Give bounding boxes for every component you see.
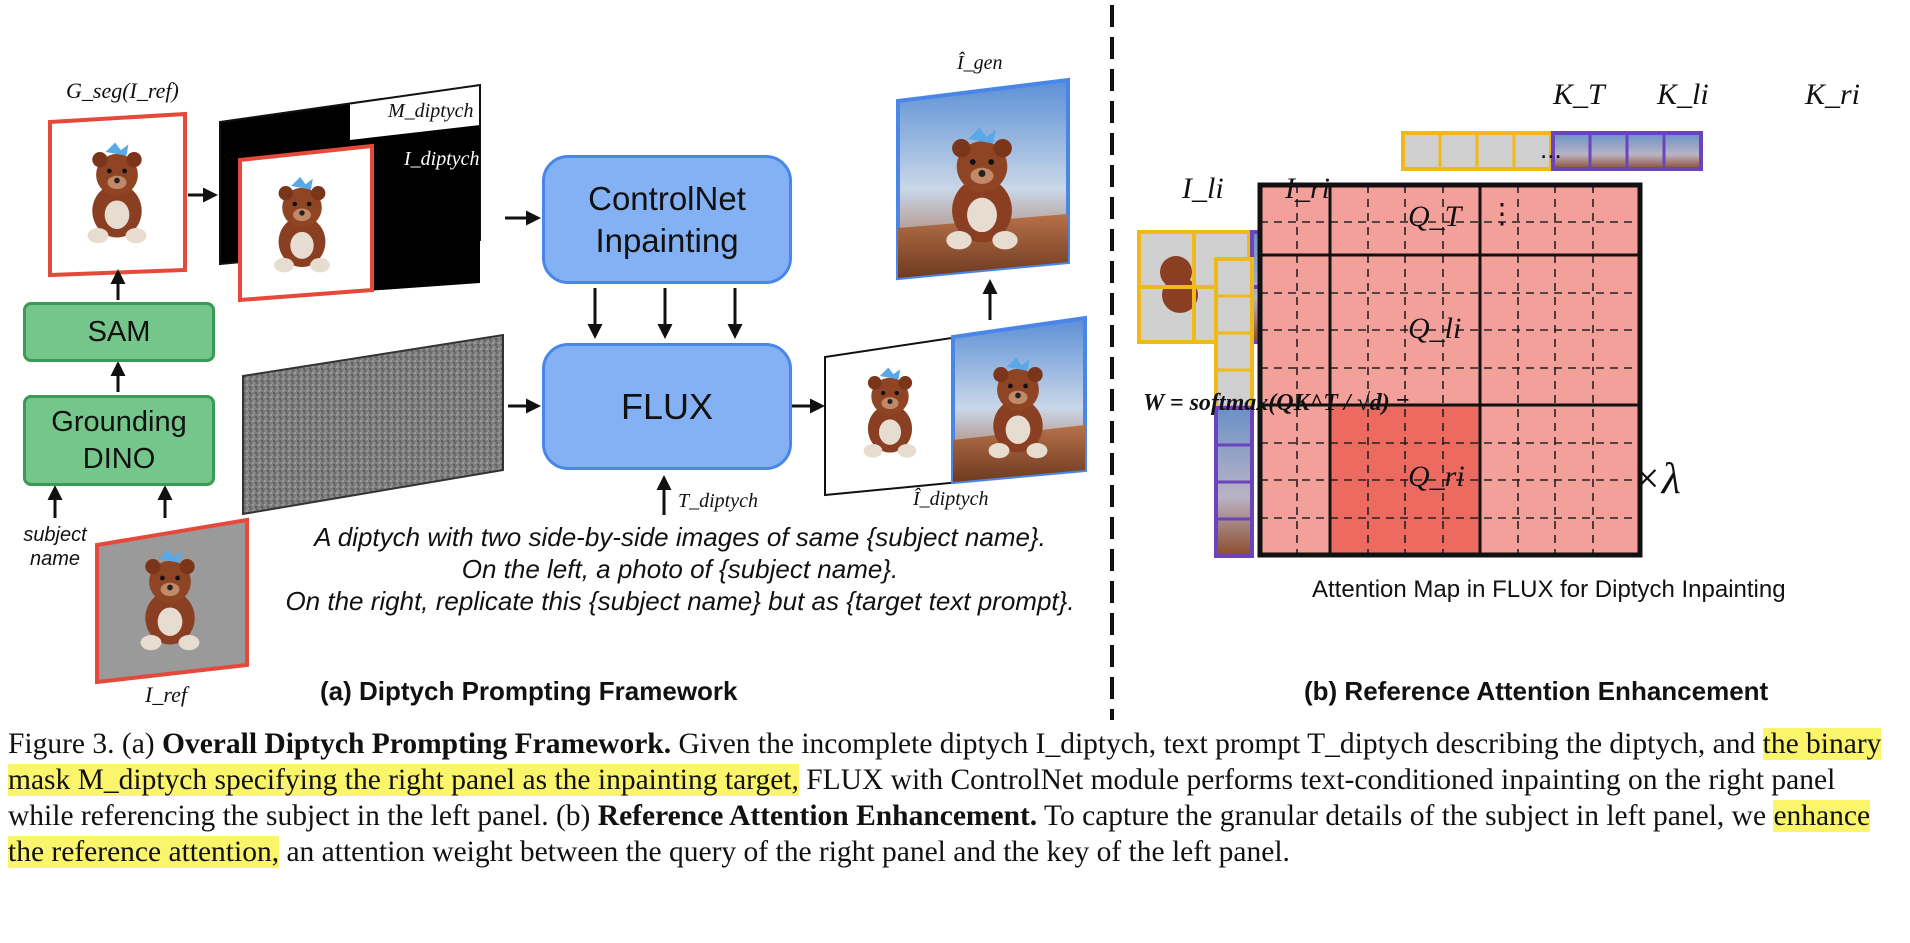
caption-bold-b: Reference Attention Enhancement. — [597, 800, 1038, 832]
panel-divider — [1110, 5, 1114, 720]
prompt-line-2: On the left, a photo of {subject name}. — [461, 554, 899, 584]
controlnet-label: ControlNet Inpainting — [588, 180, 746, 259]
i-gen-label: Î_gen — [957, 52, 1003, 74]
grounding-dino-box: Grounding DINO — [23, 395, 215, 486]
panel-b-title: (b) Reference Attention Enhancement — [1304, 676, 1769, 706]
i-diptych-label: I_diptych — [404, 148, 480, 170]
key-token-strip — [1401, 131, 1703, 171]
caption-text-3: To capture the granular details of the s… — [1037, 800, 1774, 832]
lambda-label: ×λ — [1632, 454, 1681, 503]
caption-text-4: an attention weight between the query of… — [279, 836, 1290, 868]
flux-label: FLUX — [620, 386, 714, 427]
caption-lead: Figure 3. (a) — [8, 728, 163, 760]
gseg-label: G_seg(I_ref) — [66, 78, 179, 103]
q-li-label: Q_li — [1408, 312, 1462, 345]
k-t-label: K_T — [1553, 78, 1605, 111]
attention-formula: W = softmax(QK^T / √d) = — [1143, 390, 1410, 416]
caption-text-2: FLUX with ControlNet module performs tex… — [8, 764, 1836, 832]
sam-label: SAM — [87, 315, 151, 348]
subject-name-label: subject name — [23, 524, 87, 570]
key-ellipsis: ... — [1540, 134, 1562, 164]
caption-text-1: Given the incomplete diptych I_diptych, … — [671, 728, 1763, 760]
q-t-label: Q_T — [1408, 200, 1462, 233]
t-diptych-label: T_diptych — [678, 490, 758, 512]
i-ri-label: I_ri — [1285, 172, 1330, 205]
i-diptych-hat-label: Î_diptych — [913, 488, 989, 510]
i-li-label: I_li — [1182, 172, 1224, 205]
prompt-line-1: A diptych with two side-by-side images o… — [314, 522, 1046, 552]
flux-box: FLUX — [542, 343, 792, 470]
k-ri-label: K_ri — [1805, 78, 1861, 111]
panel-a-title: (a) Diptych Prompting Framework — [320, 676, 738, 706]
panel-b-graphics — [1137, 131, 1703, 558]
k-li-label: K_li — [1657, 78, 1709, 111]
controlnet-inpainting-box: ControlNet Inpainting — [542, 155, 792, 284]
query-token-strip — [1214, 257, 1254, 558]
figure-caption: Figure 3. (a) Overall Diptych Prompting … — [8, 726, 1902, 870]
grounding-dino-label: Grounding DINO — [51, 406, 187, 475]
panel-a-graphics — [47, 77, 1087, 685]
attention-map-caption: Attention Map in FLUX for Diptych Inpain… — [1312, 576, 1786, 603]
m-diptych-label: M_diptych — [388, 100, 474, 122]
q-ri-label: Q_ri — [1408, 460, 1465, 493]
query-ellipsis: ⋮ — [1488, 198, 1516, 229]
sam-box: SAM — [23, 302, 215, 362]
iref-label: I_ref — [145, 682, 187, 707]
caption-bold-a: Overall Diptych Prompting Framework. — [162, 728, 672, 760]
noise-latent-panel — [242, 333, 504, 516]
attention-map — [1257, 182, 1643, 558]
prompt-line-3: On the right, replicate this {subject na… — [285, 586, 1075, 616]
